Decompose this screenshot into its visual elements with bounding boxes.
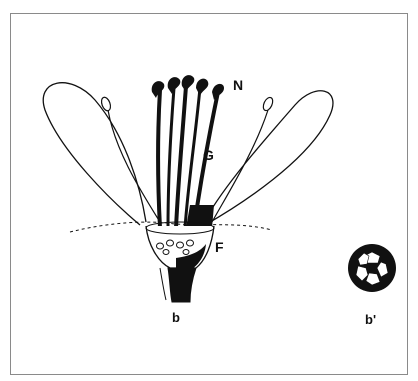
right-stamen-anther <box>261 96 274 112</box>
label-g: G <box>203 147 214 163</box>
flower-stalk <box>168 268 196 302</box>
cross-section <box>348 244 396 292</box>
label-n: N <box>233 77 243 93</box>
right-stamen-filament <box>212 110 268 222</box>
left-stamen-filament <box>108 110 160 222</box>
right-petal <box>205 91 333 225</box>
stalk-outline <box>160 268 166 300</box>
label-f: F <box>215 239 224 255</box>
stigma-heads <box>152 75 224 100</box>
left-stamen-anther <box>100 96 112 112</box>
label-b: b <box>172 310 180 325</box>
left-petal <box>43 83 146 225</box>
label-b-prime: b' <box>365 312 376 327</box>
